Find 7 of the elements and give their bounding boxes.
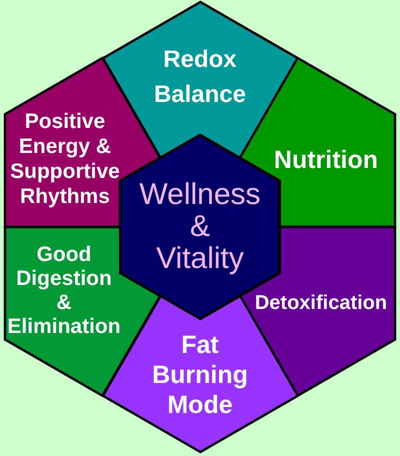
segment-label: Detoxification (254, 291, 388, 316)
center-label: Wellness & Vitality (138, 179, 262, 275)
segment-label: Redox Balance (152, 45, 248, 110)
segment-label: Fat Burning Mode (151, 330, 249, 420)
segment-label: Good Digestion & Elimination (6, 243, 122, 339)
segment-label: Positive Energy & Supportive Rhythms (9, 109, 121, 209)
segment-label: Nutrition (272, 145, 380, 176)
